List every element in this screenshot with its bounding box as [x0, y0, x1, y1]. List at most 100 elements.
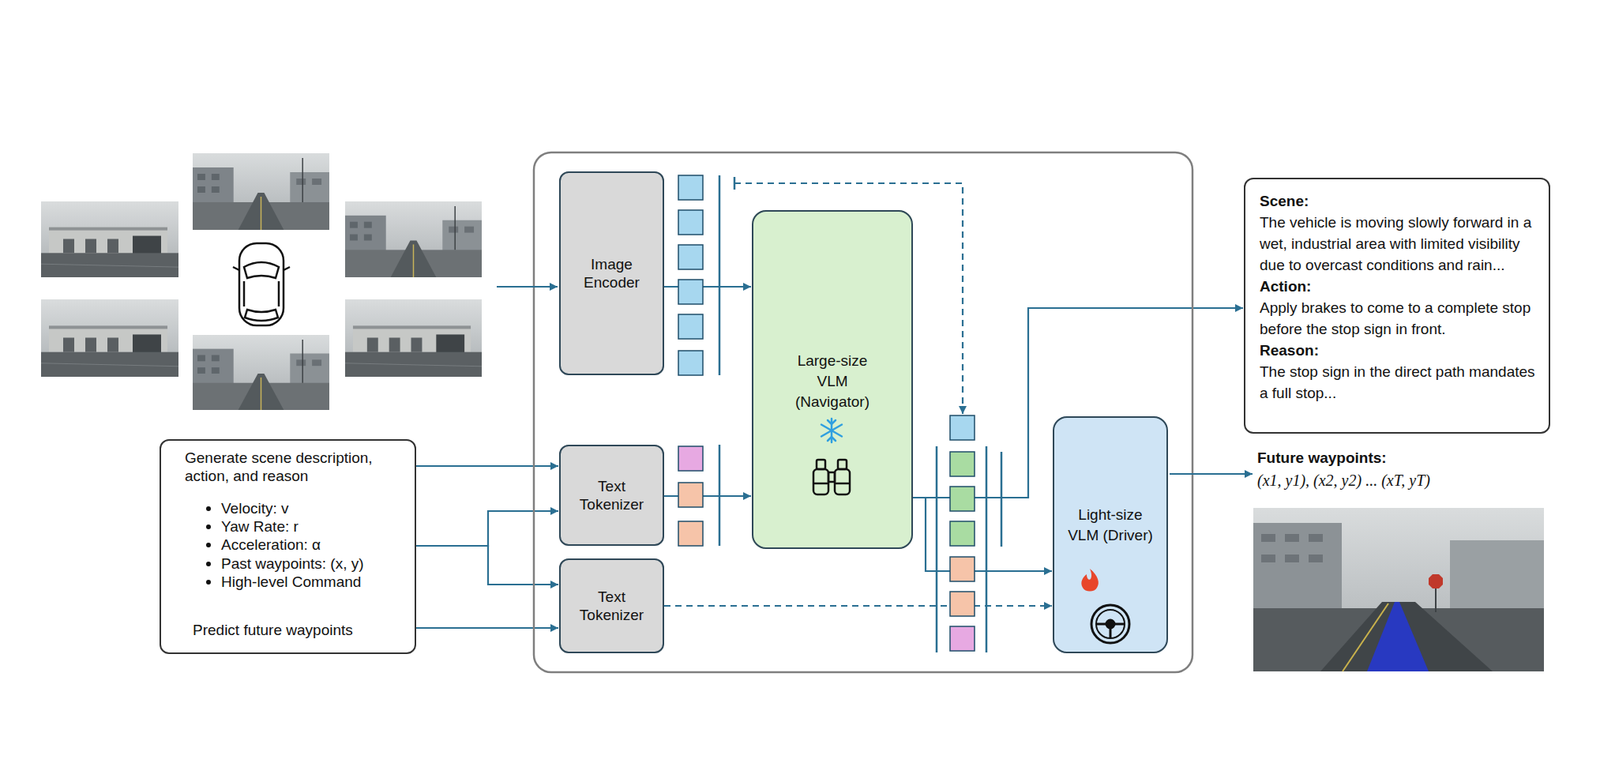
car-icon — [244, 309, 278, 321]
token-bar — [719, 175, 1002, 653]
binoculars-icon — [813, 459, 850, 495]
flow-arrow — [664, 285, 752, 288]
output-label: Future waypoints: — [1257, 448, 1387, 467]
box-fill — [559, 444, 665, 546]
token-square — [678, 279, 703, 305]
snowflake-icon — [821, 424, 842, 437]
token-bar — [718, 175, 722, 376]
node-text: High-level Command — [221, 572, 409, 591]
camera-photo — [41, 201, 179, 278]
snowflake-icon — [827, 420, 836, 441]
flame-icon — [1081, 568, 1099, 592]
bullet-dot — [206, 561, 211, 567]
node-text: Generate scene description, action, and … — [184, 448, 409, 485]
steering-wheel-icon — [1114, 623, 1125, 626]
token-bar — [985, 446, 988, 653]
token-bar — [718, 444, 722, 546]
snowflake-icon — [821, 418, 842, 443]
token-bar — [1000, 451, 1003, 547]
node-text: Yaw Rate: r — [221, 517, 409, 536]
bullet-dot — [206, 524, 211, 530]
text-slot: Acceleration: α — [221, 535, 409, 554]
token-square — [678, 244, 703, 270]
text-slot: Velocity: v — [221, 499, 409, 518]
box-fill — [751, 210, 913, 549]
node-text: Apply brakes to come to a complete stop … — [1259, 296, 1540, 340]
flow-arrow — [912, 497, 1052, 571]
token-square — [678, 521, 703, 546]
text-slot: Past waypoints: (x, y) — [221, 554, 409, 573]
binoculars-icon — [813, 469, 829, 495]
driver-model-box: Light-size VLM (Driver) — [1052, 416, 1169, 654]
label-slot: (x1, y1), (x2, y2) ... (xT, yT) — [1257, 471, 1431, 490]
road-photo — [1308, 533, 1323, 542]
text-slot: Generate scene description, action, and … — [184, 448, 409, 485]
token-bar — [935, 446, 939, 653]
prompt-box: Generate scene description, action, and … — [159, 439, 417, 654]
car-icon — [277, 281, 281, 307]
binoculars-icon — [834, 482, 850, 485]
road-photo — [1261, 554, 1276, 563]
steering-wheel-icon — [1096, 623, 1107, 626]
token-square — [678, 175, 975, 651]
token-square — [950, 591, 975, 616]
box-fill — [159, 171, 1551, 654]
road-photo — [1320, 601, 1493, 672]
binoculars-icon — [813, 482, 829, 485]
box-fill — [1243, 177, 1551, 434]
road-photo — [1261, 533, 1276, 542]
camera-photo — [41, 299, 179, 377]
token-square — [950, 451, 975, 477]
camera-photo — [192, 334, 330, 410]
road-photo — [1308, 554, 1323, 563]
label-slot: Future waypoints: — [1257, 448, 1387, 467]
car-icon — [232, 266, 290, 271]
node-text: Text Tokenizer — [570, 587, 654, 624]
input-arrow — [496, 285, 558, 288]
road-photo — [1284, 554, 1300, 563]
node-text: Acceleration: α — [221, 535, 409, 554]
token-square — [950, 415, 975, 440]
car-icon — [243, 281, 246, 307]
steering-wheel-icon — [1091, 604, 1130, 643]
snowflake-icon — [821, 424, 842, 437]
camera-photo — [41, 153, 482, 410]
box-fill — [559, 558, 665, 654]
road-photo — [1434, 587, 1437, 613]
car-icon — [239, 243, 284, 326]
node-text: Light-size VLM (Driver) — [1066, 504, 1155, 546]
token-square — [678, 446, 703, 471]
node-text: Velocity: v — [221, 499, 409, 518]
flow-arrow — [416, 465, 559, 467]
token-square — [950, 486, 975, 511]
token-square — [950, 626, 975, 651]
binoculars-icon — [816, 459, 826, 470]
section-heading: Action: — [1259, 275, 1540, 297]
text-slot: Yaw Rate: r — [221, 517, 409, 536]
car-icon — [232, 243, 290, 326]
token-square — [950, 521, 975, 546]
node-text: Predict future waypoints — [192, 620, 409, 639]
output-text-box: Scene:The vehicle is moving slowly forwa… — [1243, 177, 1551, 434]
navigator-model-box: Large-size VLM (Navigator) — [751, 210, 913, 549]
flow-arrow — [416, 545, 559, 585]
flow-arrow — [664, 495, 752, 497]
road-photo — [1428, 574, 1443, 589]
box-fill — [559, 171, 665, 376]
encoder-box: Image Encoder — [559, 171, 665, 376]
car-icon — [244, 262, 279, 278]
bullet-dot — [206, 542, 211, 548]
section-heading: Scene: — [1259, 190, 1540, 212]
dashed-feed — [734, 183, 963, 414]
model-container — [533, 152, 1193, 673]
steering-wheel-icon — [1109, 627, 1112, 639]
steering-wheel-icon — [1106, 619, 1115, 628]
token-square — [678, 210, 703, 235]
flow-arrow — [416, 627, 559, 629]
box-fill — [159, 439, 417, 654]
waypoint-formula: (x1, y1), (x2, y2) ... (xT, yT) — [1257, 471, 1431, 490]
node-text: Past waypoints: (x, y) — [221, 554, 409, 573]
tokenizer-box: Text Tokenizer — [559, 558, 665, 654]
